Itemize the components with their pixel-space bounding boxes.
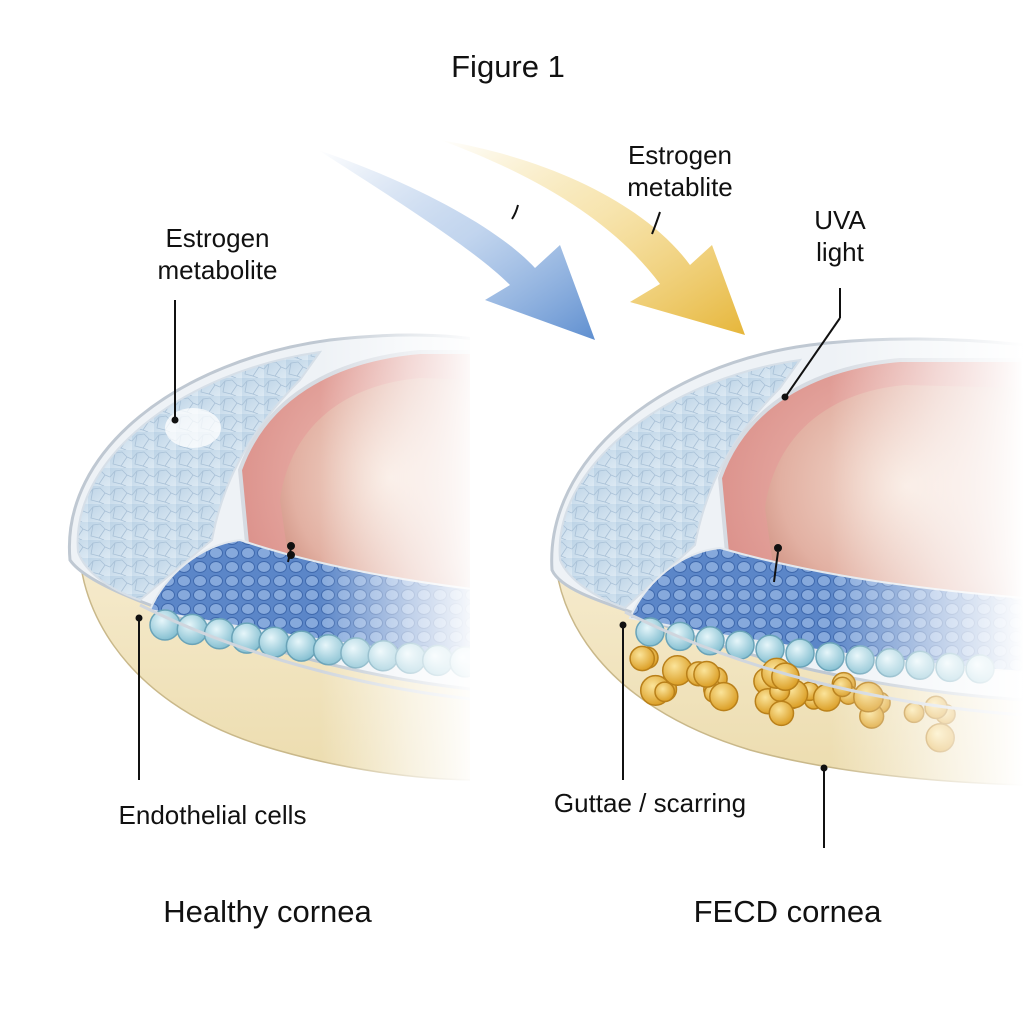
label-guttae-scarring: Guttae / scarring <box>553 788 747 818</box>
endothelial-cell <box>258 626 290 658</box>
healthy-cornea-illustration <box>67 300 470 820</box>
label-endothelial-cells: Endothelial cells <box>118 800 307 830</box>
endothelial-cell <box>285 630 318 662</box>
gutta-deposit <box>629 645 656 672</box>
pupil-marker-right <box>773 551 779 583</box>
endothelial-cell <box>635 617 665 647</box>
panel-title-healthy: Healthy cornea <box>163 894 372 929</box>
arrows-group <box>318 140 745 340</box>
leader-dot <box>619 621 627 629</box>
panel-title-fecd: FECD cornea <box>693 894 882 929</box>
gutta-deposit <box>654 681 676 703</box>
leader-dot <box>781 393 789 401</box>
epithelium-layer <box>76 350 323 602</box>
label-estrogen-metabolite-healthy: Estrogen metabolite <box>157 223 278 285</box>
figure-title: Figure 1 <box>451 49 565 84</box>
uva-arrow <box>440 140 745 335</box>
gutta-deposit <box>709 681 739 712</box>
leader-dot <box>135 614 143 622</box>
gutta-deposit <box>693 660 721 688</box>
pupil-marker-dot <box>287 551 295 559</box>
leader-lines <box>135 288 841 848</box>
endothelial-cell <box>149 609 181 641</box>
arrow-tick-mark <box>511 204 519 220</box>
estrogen-arrow <box>318 150 595 340</box>
label-uva-light: UVA light <box>814 205 866 267</box>
pupil-marker-dot <box>287 542 295 550</box>
fecd-cornea-illustration <box>550 300 1024 820</box>
label-estrogen-metabolite-fecd: Estrogen metablite <box>627 140 733 202</box>
epithelium-layer <box>558 358 803 610</box>
pupil-marker-dot <box>774 544 782 552</box>
leader-uva-diag <box>785 317 841 397</box>
gutta-deposit <box>768 700 795 727</box>
leader-dot <box>820 764 828 772</box>
arrow-tick-mark-2 <box>651 211 661 235</box>
epithelium-highlight <box>165 408 221 448</box>
endothelial-cell <box>785 638 815 668</box>
leader-dot <box>171 416 179 424</box>
